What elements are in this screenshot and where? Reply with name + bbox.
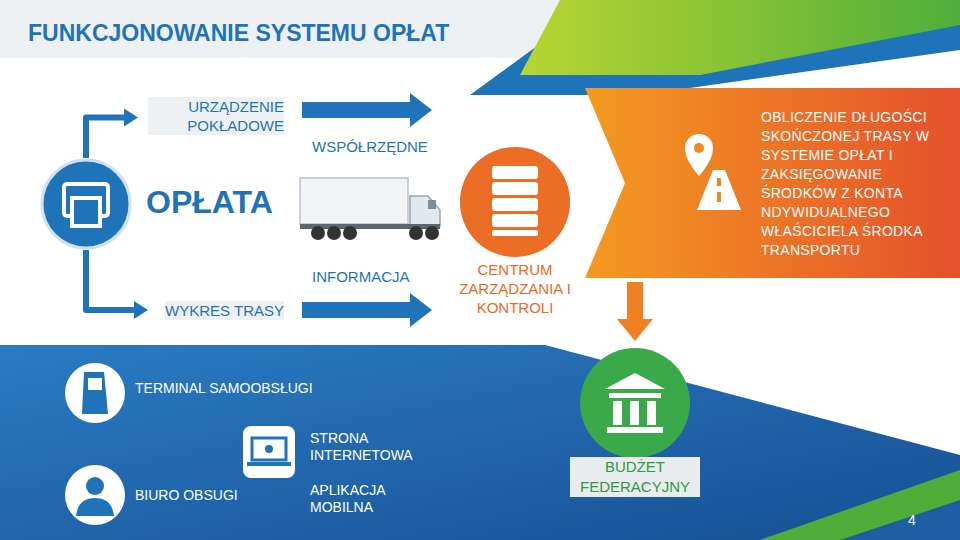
connector-line (86, 250, 135, 310)
laptop-icon (243, 426, 295, 478)
decoration (88, 378, 102, 390)
device-box: URZĄDZENIE POKŁADOWE (140, 95, 284, 140)
decoration (609, 393, 661, 398)
decoration (76, 498, 114, 516)
web-label: STRONA INTERNETOWA (310, 430, 420, 464)
decoration (605, 373, 665, 389)
decoration (410, 196, 440, 226)
decoration (580, 348, 690, 458)
kiosk-icon (65, 363, 125, 423)
arrowhead (124, 109, 138, 127)
bottom-corner (840, 500, 960, 540)
node-text: CENTRUM ZARZĄDZANIA I KONTROLI (450, 260, 580, 317)
connector-line (86, 118, 125, 159)
edge-label: WSPÓŁRZĘDNE (310, 138, 430, 155)
decoration (42, 160, 130, 248)
decoration (492, 198, 538, 211)
page-number: 4 (908, 512, 916, 528)
node-text: OPŁATA (146, 184, 273, 221)
decoration (311, 226, 325, 240)
decoration (425, 226, 439, 240)
connector (86, 250, 148, 319)
decoration (82, 372, 108, 414)
title-bar (0, 0, 600, 58)
decoration (460, 147, 570, 257)
arrowhead (410, 93, 432, 127)
decoration (613, 401, 622, 425)
decoration (86, 477, 104, 495)
connector-line (627, 282, 643, 320)
connector-line (302, 102, 411, 118)
connector (617, 282, 653, 341)
decoration (647, 401, 656, 425)
decoration (717, 192, 721, 202)
calc-band: OBLICZENIE DŁUGOŚCI SKOŃCZONEJ TRASY W S… (585, 88, 960, 278)
bottom-band (0, 345, 960, 540)
arrowhead (134, 301, 148, 319)
decoration (492, 230, 538, 236)
decoration (492, 166, 538, 179)
person-icon (65, 465, 125, 525)
decoration (343, 226, 357, 240)
route-box: WYKRES TRASY (150, 295, 284, 325)
decoration (697, 170, 741, 210)
decoration (492, 182, 538, 195)
page-title: FUNKCJONOWANIE SYSTEMU OPŁAT (28, 20, 449, 47)
bottom-green-wedge (760, 470, 960, 540)
decoration (694, 143, 704, 153)
control-center: CENTRUM ZARZĄDZANIA I KONTROLI (440, 100, 590, 321)
node-text: WYKRES TRASY (165, 301, 284, 320)
decoration (492, 214, 538, 227)
node-text: OBLICZENIE DŁUGOŚCI SKOŃCZONEJ TRASY W S… (761, 108, 951, 260)
decoration (265, 445, 273, 453)
app-label: APLIKACJA MOBILNA (310, 482, 420, 516)
top-band-green (520, 0, 960, 75)
decoration (409, 226, 423, 240)
decoration (252, 438, 286, 460)
arrowhead (617, 319, 653, 341)
office-label: BIURO OBSUGI (135, 487, 238, 503)
node-text: URZĄDZENIE POKŁADOWE (148, 97, 284, 135)
connector (302, 293, 432, 327)
decoration (65, 363, 125, 423)
decoration (717, 178, 721, 186)
decoration (428, 200, 436, 209)
decoration (243, 426, 295, 478)
connector-line (302, 302, 411, 318)
decoration (607, 427, 663, 433)
truck-illustration (300, 178, 440, 240)
decoration (300, 178, 408, 224)
edge-label: INFORMACJA (310, 268, 412, 285)
decoration (72, 198, 100, 226)
decoration (247, 462, 291, 466)
decoration (685, 134, 713, 176)
top-band-blue (470, 0, 960, 95)
kiosk-label: TERMINAL SAMOOBSŁUGI (135, 380, 313, 396)
fee-node: OPŁATA (40, 158, 290, 250)
decoration (327, 226, 341, 240)
decoration (630, 401, 639, 425)
decoration (460, 147, 570, 257)
arrowhead (410, 293, 432, 327)
decoration (585, 88, 960, 278)
connector (86, 109, 138, 159)
budget-node: BUDŻET FEDERACYJNY (565, 345, 705, 505)
node-text: BUDŻET FEDERACYJNY (570, 457, 700, 497)
decoration (65, 465, 125, 525)
connector (302, 93, 432, 127)
